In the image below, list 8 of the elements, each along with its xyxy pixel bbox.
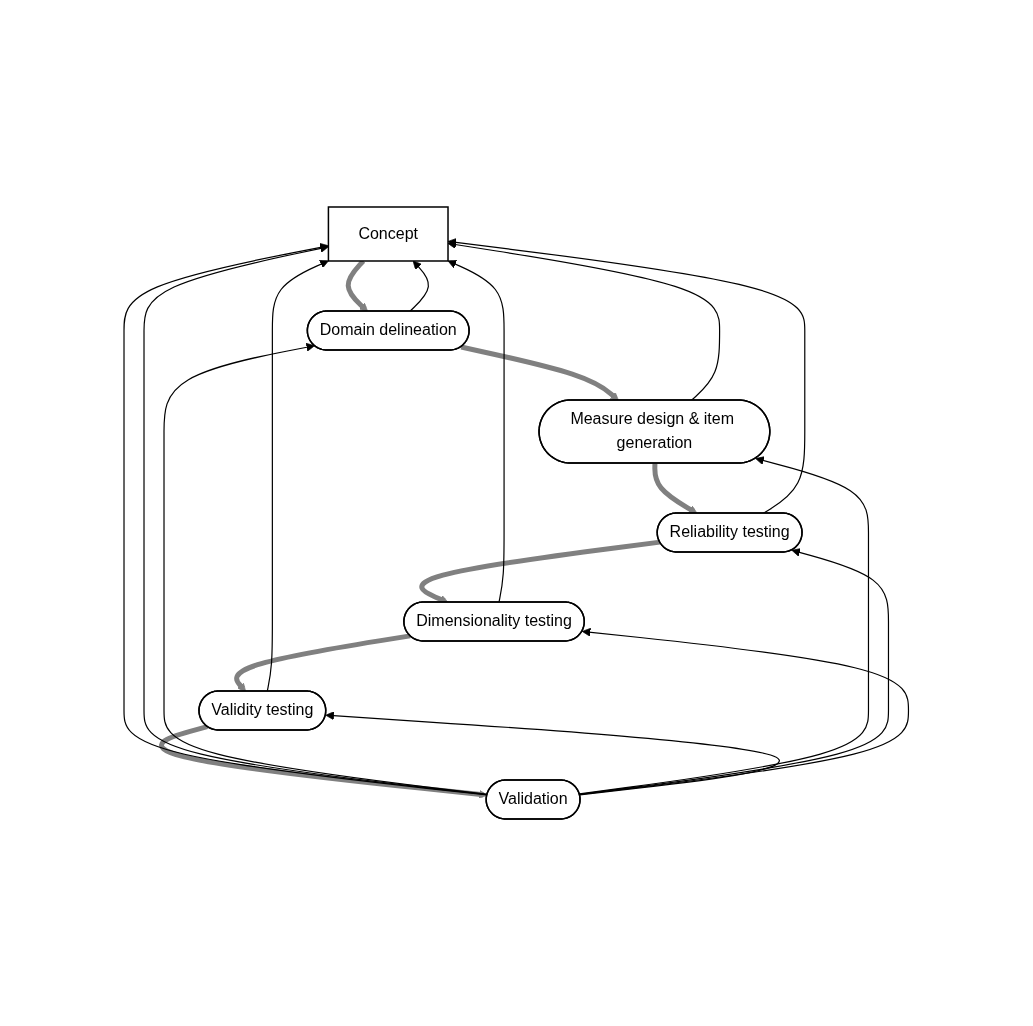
node-box: Concept [327, 206, 449, 262]
arrow [652, 463, 698, 514]
arrow [409, 260, 430, 313]
arrow [460, 344, 620, 401]
arrow [579, 456, 870, 795]
arrow [325, 711, 781, 796]
arrow [159, 724, 488, 799]
arrow [234, 633, 411, 692]
